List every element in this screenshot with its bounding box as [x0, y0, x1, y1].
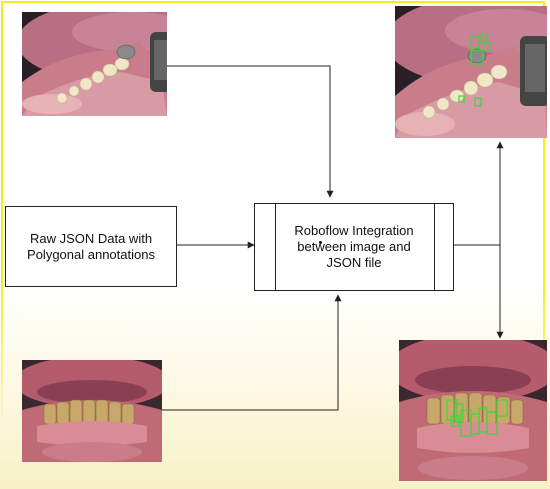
process-center-dot — [319, 241, 322, 244]
lower-teeth-photo — [22, 360, 162, 462]
process-left-bar — [275, 204, 276, 290]
upper-teeth-photo — [22, 12, 167, 116]
raw-json-input-box: Raw JSON Data with Polygonal annotations — [5, 206, 177, 287]
process-right-bar — [434, 204, 435, 290]
raw-json-input-label: Raw JSON Data with Polygonal annotations — [27, 230, 155, 262]
roboflow-process-label: Roboflow Integration between image and J… — [294, 223, 414, 270]
lower-teeth-annotated-photo — [399, 340, 547, 481]
upper-teeth-annotated-photo — [395, 6, 547, 138]
roboflow-process-box: Roboflow Integration between image and J… — [254, 203, 454, 291]
